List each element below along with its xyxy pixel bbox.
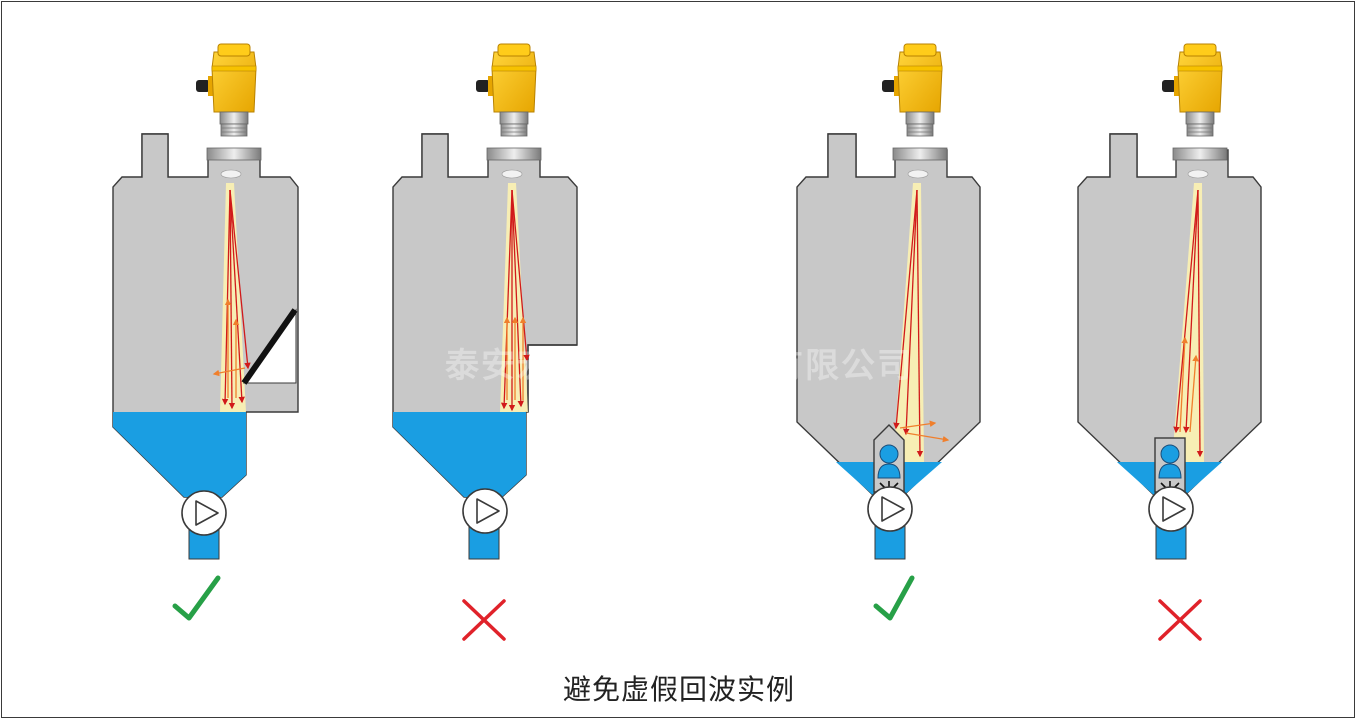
tank-1-liquid — [113, 412, 246, 497]
tank-1-nozzle — [141, 133, 169, 177]
tank-1-deflector-plate — [241, 308, 298, 385]
tank-1-pump-icon — [181, 490, 227, 536]
tank-4-radar-sensor-icon — [1161, 43, 1223, 137]
tank-2-ledge — [527, 344, 577, 412]
tank-3-rays — [893, 189, 924, 458]
example-1 — [112, 43, 299, 621]
tank-2-nozzle — [421, 133, 449, 177]
tank-3-nozzle — [827, 133, 857, 177]
tank-4-cross-icon — [1158, 599, 1202, 641]
tank-1-echoes — [212, 298, 246, 398]
tank-1-body — [112, 133, 299, 498]
tank-3-inlet-guard — [873, 424, 905, 493]
tank-2-radar-sensor-icon — [475, 43, 537, 137]
tank-2-liquid — [393, 412, 526, 497]
tank-4-body — [1077, 133, 1262, 498]
tank-4-nozzle — [1109, 133, 1138, 177]
tank-2-cross-icon — [462, 599, 506, 641]
tank-2-rays — [500, 189, 530, 412]
example-4 — [1077, 43, 1262, 641]
example-3 — [796, 43, 981, 621]
tank-2-pump-icon — [462, 488, 508, 534]
tank-3-body — [796, 133, 981, 498]
tank-4-rays — [1173, 189, 1204, 458]
tank-4-pump-icon — [1148, 486, 1194, 532]
example-2 — [392, 43, 578, 641]
tank-3-radar-sensor-icon — [881, 43, 943, 137]
tank-3-pump-icon — [867, 486, 913, 532]
tank-3-check-icon — [873, 575, 915, 621]
tank-3-echoes — [899, 420, 950, 443]
diagram-caption: 避免虚假回波实例 — [562, 673, 795, 706]
tank-4-echoes — [1179, 336, 1199, 433]
tank-2-echoes — [503, 316, 527, 400]
tank-1-radar-sensor-icon — [195, 43, 257, 137]
tank-4-inlet-guard — [1154, 437, 1186, 493]
tank-1-check-icon — [172, 575, 221, 621]
tank-3-beam — [893, 183, 924, 462]
